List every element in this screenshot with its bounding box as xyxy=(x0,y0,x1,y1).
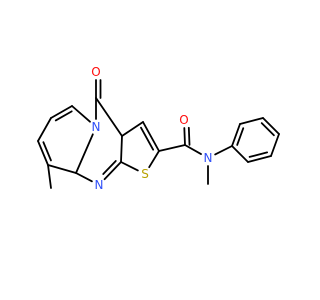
bond-layer xyxy=(37,79,280,189)
bond-c6-c8 xyxy=(95,97,123,137)
bond-c9-s12 xyxy=(120,161,139,172)
bond-c13-c14 xyxy=(142,121,160,152)
bond-c24-c19 xyxy=(231,145,249,163)
bond-c21-c22 xyxy=(262,117,280,135)
bond-c4-c11 xyxy=(47,164,52,189)
bond-s12-c13 xyxy=(148,150,160,169)
atom-label-layer: N O N S O N xyxy=(91,65,212,192)
double-bond-c13-c14 xyxy=(140,126,155,151)
bond-c2-c3 xyxy=(37,117,52,142)
double-bond-c3-c4 xyxy=(42,141,52,162)
atom-label-o: O xyxy=(91,65,100,79)
bond-c22-c23 xyxy=(270,133,280,157)
bond-n10-c4a xyxy=(75,172,93,183)
bond-c13-c15 xyxy=(158,144,186,152)
double-bond-c23-c24 xyxy=(248,151,269,158)
atom-label-s: S xyxy=(141,167,149,181)
bond-c19-c20 xyxy=(231,123,241,147)
bond-c4-c4a xyxy=(47,164,77,174)
bond-n17-c19 xyxy=(214,145,233,156)
atom-label-n: N xyxy=(92,120,101,134)
bond-c15-n17 xyxy=(184,144,202,155)
bond-c15-o16 xyxy=(183,127,186,146)
bond-c3-c4 xyxy=(37,140,49,166)
bond-c8-c9 xyxy=(120,135,123,163)
atom-label-o: O xyxy=(179,113,188,127)
molecule-structure-diagram: N O N S O N xyxy=(37,65,280,192)
double-bond-c15-o16 xyxy=(187,126,191,146)
double-bond-c1-c2 xyxy=(54,110,73,122)
bond-c9-n10 xyxy=(103,161,122,181)
bond-n5-c1 xyxy=(71,105,91,123)
bond-c20-c21 xyxy=(239,117,264,125)
bond-c4a-n5 xyxy=(75,133,94,174)
double-bond-c21-c22 xyxy=(260,122,275,137)
double-bond-c9-n10 xyxy=(102,160,117,175)
bond-c1-c2 xyxy=(50,105,73,119)
bond-c23-c24 xyxy=(247,155,272,163)
atom-label-n: N xyxy=(204,151,213,165)
double-bond-c19-c20 xyxy=(236,127,245,146)
atom-label-n: N xyxy=(95,178,104,192)
bond-c14-c8 xyxy=(121,121,144,137)
